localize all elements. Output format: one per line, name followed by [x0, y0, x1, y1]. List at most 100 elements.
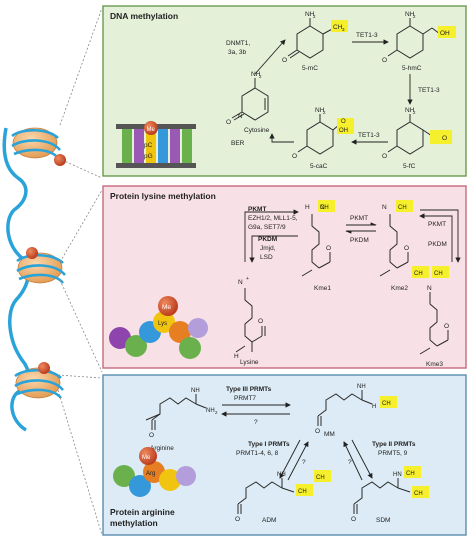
label-arginine: Arginine [150, 445, 174, 452]
label-pkmt-2: PKMT [350, 215, 368, 222]
svg-text:2: 2 [413, 110, 416, 115]
svg-text:Me: Me [147, 127, 156, 133]
arrow-dnmt [254, 39, 286, 75]
label-5mc: 5-mC [302, 65, 318, 72]
svg-text:CH: CH [316, 475, 325, 481]
svg-text:CH: CH [414, 491, 423, 497]
chromatin-fiber [2, 7, 103, 536]
panel-title-lysine: Protein lysine methylation [110, 191, 216, 201]
label-tet-1: TET1-3 [356, 32, 378, 39]
label-kme3: Kme3 [426, 361, 443, 368]
svg-text:2: 2 [215, 410, 218, 415]
svg-text:3: 3 [342, 27, 345, 32]
svg-text:NH: NH [206, 408, 215, 414]
label-pkmt: PKMT [248, 206, 266, 213]
label-type1-prmts: Type I PRMTs [248, 441, 290, 448]
molecule-lysine [235, 288, 266, 353]
molecule-mm [317, 390, 373, 426]
molecule-arginine [145, 394, 207, 430]
svg-text:O: O [404, 245, 409, 252]
svg-text:H: H [234, 353, 239, 360]
label-pkdm-3: PKDM [428, 241, 447, 248]
svg-text:H: H [305, 204, 310, 211]
svg-text:CH: CH [333, 24, 343, 31]
methyl-ball [144, 121, 158, 135]
label-pkmt-3: PKMT [428, 221, 446, 228]
svg-text:?: ? [254, 419, 258, 426]
dna-double-strand-icon: Me pC pG [116, 121, 196, 168]
svg-text:NH: NH [305, 11, 315, 18]
label-kme2: Kme2 [391, 285, 408, 292]
svg-text:O: O [382, 57, 387, 64]
svg-text:O: O [282, 57, 287, 64]
panel-title-arginine: Protein arginine [110, 507, 175, 517]
molecule-kme2 [379, 214, 409, 277]
svg-text:PRMT5, 9: PRMT5, 9 [378, 450, 408, 457]
label-5cac: 5-caC [310, 163, 328, 170]
molecule-cytosine [231, 78, 269, 121]
nucleosome-top [11, 127, 66, 166]
svg-text:?: ? [348, 459, 352, 466]
protein-arginine-icon: Me Arg [113, 447, 196, 497]
svg-text:methylation: methylation [110, 518, 158, 528]
molecule-adm [237, 478, 295, 514]
svg-text:CH: CH [434, 271, 443, 277]
svg-text:LSD: LSD [260, 254, 273, 261]
svg-text:HN: HN [393, 472, 402, 478]
svg-text:PRMT7: PRMT7 [234, 395, 256, 402]
svg-text:G9a, SET7/9: G9a, SET7/9 [248, 224, 286, 231]
protein-lysine-icon: Me Lys [109, 296, 208, 359]
svg-text:2: 2 [313, 14, 316, 19]
label-mm: MM [324, 431, 335, 438]
label-type2-prmts: Type II PRMTs [372, 441, 416, 448]
svg-text:N: N [427, 285, 432, 292]
label-type3-prmts: Type III PRMTs [226, 386, 272, 393]
methyl-group-labels: CH CH CH CH CH CH CH CH CH [298, 205, 443, 497]
cytosine-nh2: NH [251, 71, 261, 78]
label-pc: pC [144, 142, 153, 149]
label-tet-2: TET1-3 [418, 87, 440, 94]
svg-text:3a, 3b: 3a, 3b [228, 49, 246, 56]
nucleosome-bottom [14, 362, 64, 399]
svg-text:NH: NH [405, 107, 415, 114]
molecule-sdm [353, 478, 411, 514]
svg-text:2: 2 [259, 74, 262, 79]
svg-text:OH: OH [339, 128, 348, 134]
label-pg: pG [144, 153, 153, 160]
svg-text:N: N [382, 204, 387, 211]
molecule-5hmc [387, 18, 441, 59]
svg-text:O: O [341, 119, 346, 125]
svg-text:O: O [351, 516, 356, 523]
highlight-methyl [331, 20, 348, 32]
svg-text:Jmjd,: Jmjd, [260, 245, 276, 252]
svg-text:NH: NH [315, 107, 325, 114]
svg-text:+: + [246, 276, 249, 282]
svg-text:CH: CH [398, 205, 407, 211]
svg-text:N: N [238, 279, 243, 286]
svg-text:H: H [372, 404, 376, 410]
svg-text:OH: OH [440, 30, 450, 37]
svg-text:NH: NH [277, 472, 286, 478]
svg-text:NH: NH [405, 11, 415, 18]
svg-text:EZH1/2, MLL1-5,: EZH1/2, MLL1-5, [248, 215, 298, 222]
label-adm: ADM [262, 517, 276, 524]
methyl-ball [158, 296, 178, 316]
svg-text:O: O [382, 153, 387, 160]
svg-text:O: O [315, 428, 320, 435]
label-arg: Arg [146, 471, 155, 477]
svg-text:CH: CH [406, 471, 415, 477]
svg-text:O: O [149, 432, 154, 439]
svg-text:O: O [226, 119, 231, 126]
molecule-kme1 [301, 214, 331, 277]
label-dnmt: DNMT1, [226, 40, 250, 47]
label-pkdm-2: PKDM [350, 237, 369, 244]
svg-text:2: 2 [323, 110, 326, 115]
panel-dna-methylation: DNA methylation Me pC pG NH 2 O N [102, 5, 467, 177]
svg-text:CH: CH [414, 271, 423, 277]
svg-text:O: O [292, 153, 297, 160]
label-lys: Lys [158, 321, 167, 327]
svg-text:O: O [258, 318, 263, 325]
methyl-mark-dna [54, 154, 66, 166]
